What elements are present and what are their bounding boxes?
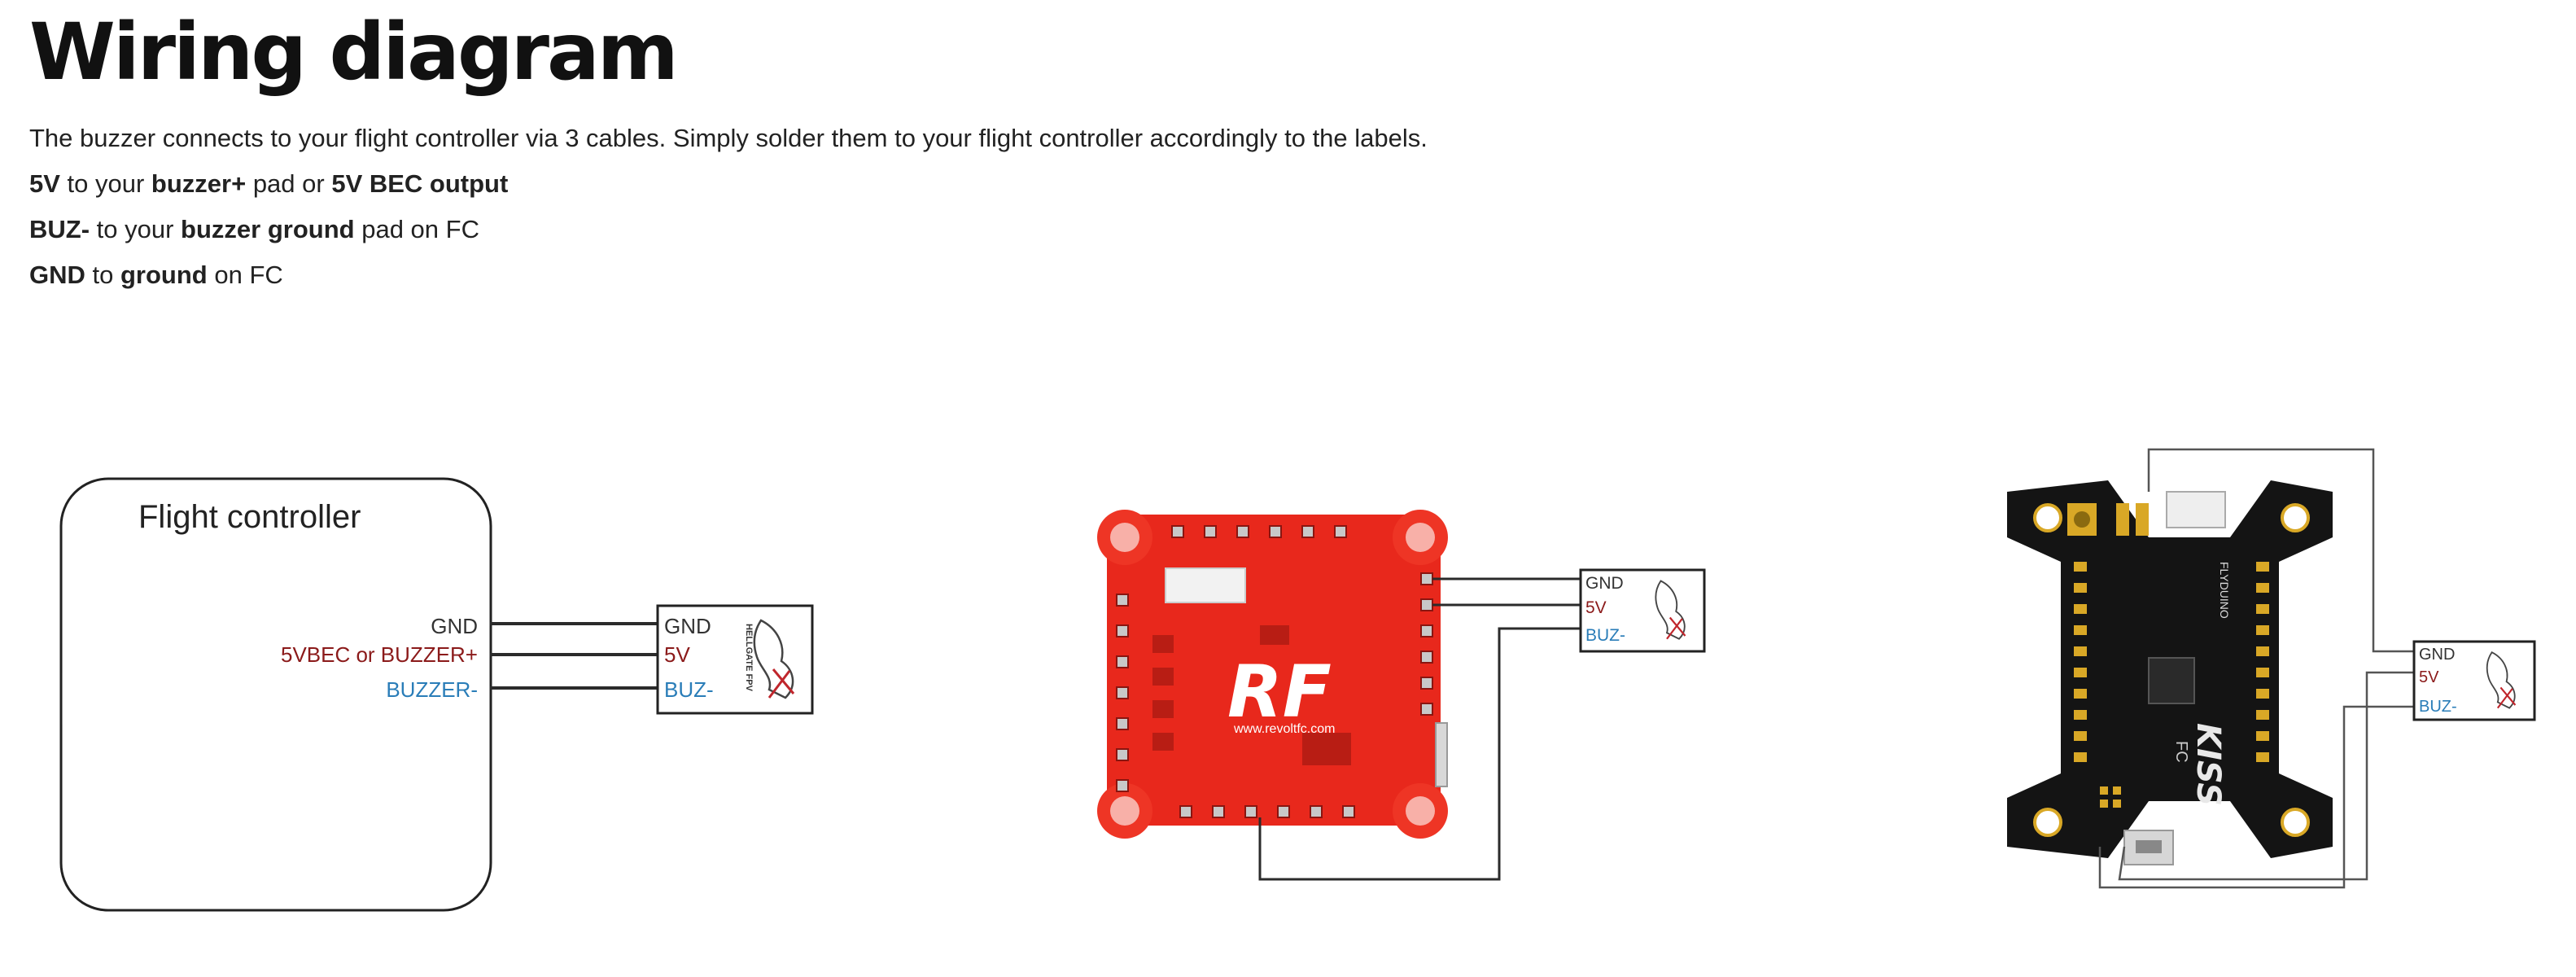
revolt-chips xyxy=(1152,625,1351,765)
svg-text:HELLGATE FPV: HELLGATE FPV xyxy=(744,624,754,692)
kiss-fc-diagram: FLYDUINO KISS FC GND 5V BUZ- xyxy=(2007,448,2536,889)
fc-box xyxy=(59,477,492,912)
buzzer-board: GND 5V BUZ- xyxy=(2412,640,2536,721)
revolt-pads xyxy=(1116,525,1433,818)
page-title: Wiring diagram xyxy=(29,7,679,98)
buzzer-board: GND 5V BUZ- HELLGATE FPV xyxy=(656,604,814,715)
fc-box-title: Flight controller xyxy=(138,499,361,535)
instruction-gnd: GND to ground on FC xyxy=(29,261,283,289)
hellgate-logo-icon xyxy=(1655,580,1686,640)
revolt-wires xyxy=(1258,577,1581,881)
buzzer-pin-buz: BUZ- xyxy=(664,677,714,702)
kiss-pads xyxy=(2074,562,2269,808)
buzzer-pin-buz: BUZ- xyxy=(2419,698,2457,716)
buzzer-pin-gnd: GND xyxy=(2419,646,2455,664)
buzzer-pin-buz: BUZ- xyxy=(1585,626,1625,645)
instruction-5v: 5V to your buzzer+ pad or 5V BEC output xyxy=(29,169,509,198)
fc-pad-5v: 5VBEC or BUZZER+ xyxy=(281,642,478,667)
kiss-connector xyxy=(2166,491,2226,528)
kiss-wires xyxy=(2098,448,2414,889)
revolt-connector xyxy=(1165,567,1246,603)
buzzer-pin-gnd: GND xyxy=(664,614,711,638)
buzzer-pin-5v: 5V xyxy=(664,642,690,667)
buzzer-pin-gnd: GND xyxy=(1585,574,1624,593)
fc-pad-buz: BUZZER- xyxy=(386,677,478,702)
buzzer-pin-5v: 5V xyxy=(2419,668,2439,686)
kiss-logo: KISS xyxy=(2189,723,2227,806)
instructions-block: The buzzer connects to your flight contr… xyxy=(29,116,1428,298)
revolt-usb-port xyxy=(1435,722,1448,787)
intro-text: The buzzer connects to your flight contr… xyxy=(29,124,1428,152)
buzzer-pin-5v: 5V xyxy=(1585,598,1607,617)
kiss-mount-holes xyxy=(2033,503,2310,837)
hellgate-logo-icon: HELLGATE FPV xyxy=(740,619,795,700)
revolt-logo: RF xyxy=(1227,650,1332,734)
kiss-brand: FLYDUINO xyxy=(2218,562,2231,619)
fc-pad-gnd: GND xyxy=(431,614,478,638)
hellgate-logo-icon xyxy=(2486,651,2517,709)
kiss-sub: FC xyxy=(2172,741,2190,763)
kiss-mcu xyxy=(2148,657,2195,704)
buzzer-board: GND 5V BUZ- xyxy=(1579,568,1706,653)
instruction-buz: BUZ- to your buzzer ground pad on FC xyxy=(29,215,479,243)
revolt-fc-diagram: RF www.revoltfc.com GND 5V BUZ- xyxy=(1097,510,1706,881)
generic-fc-diagram: Flight controller GND 5VBEC or BUZZER+ B… xyxy=(59,477,814,912)
revolt-mount-holes xyxy=(1097,510,1448,839)
revolt-url: www.revoltfc.com xyxy=(1233,722,1335,736)
